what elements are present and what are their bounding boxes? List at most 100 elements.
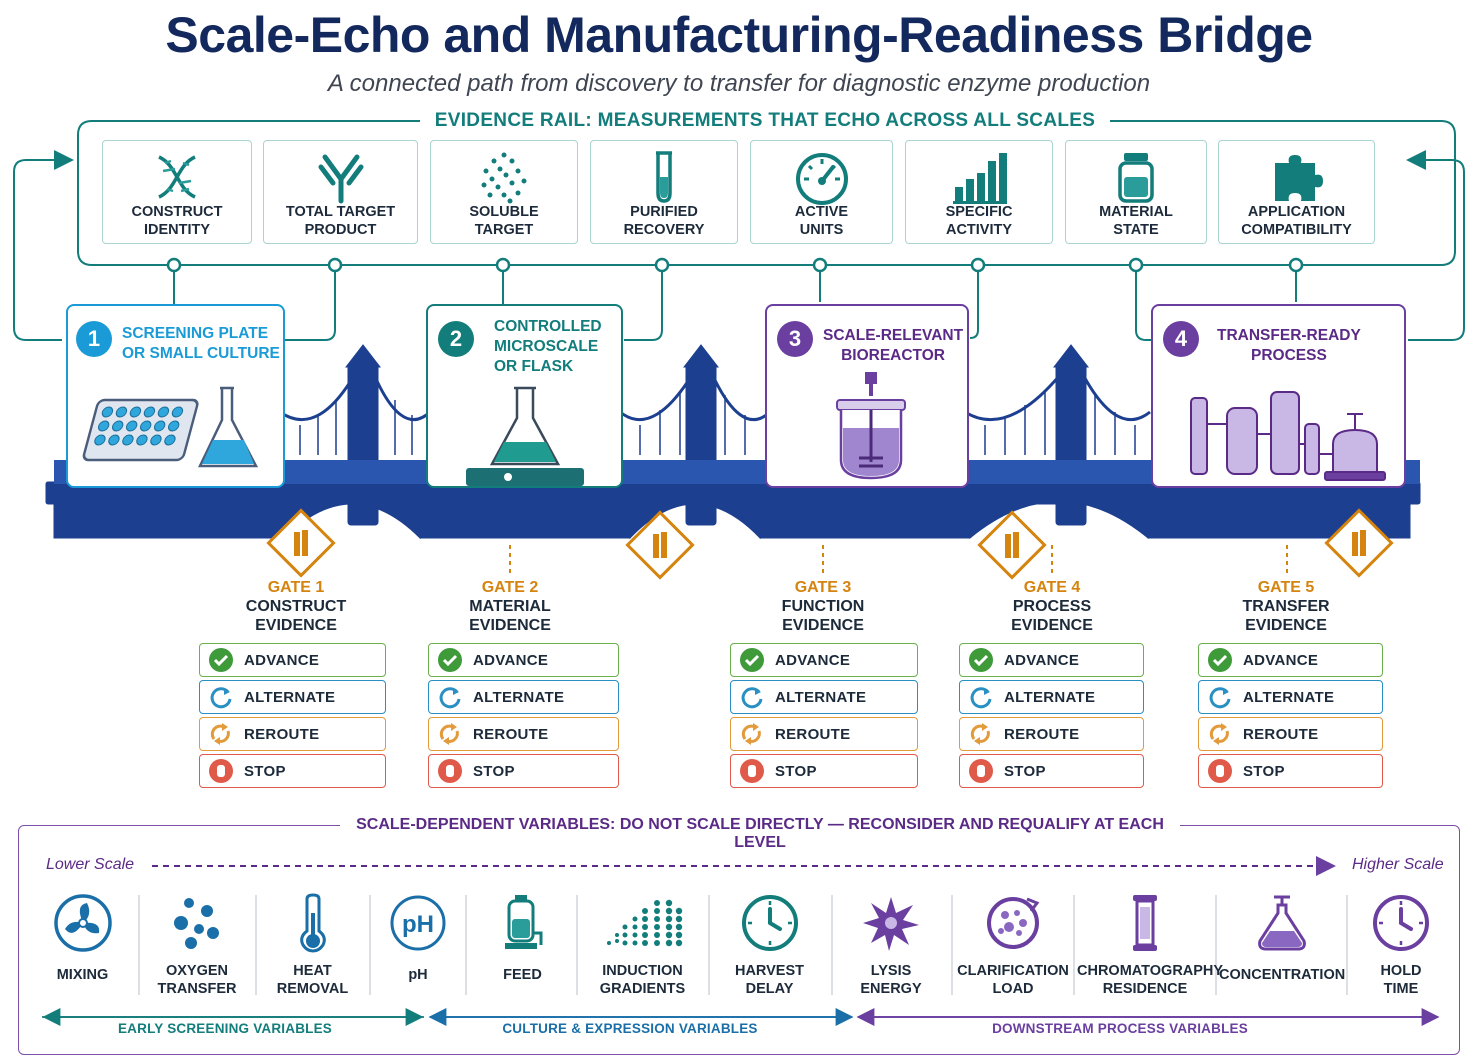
rail-nodes [166, 257, 1304, 273]
variable-heat-removal: HEAT REMOVAL [260, 890, 365, 998]
cycle-icon [970, 687, 992, 709]
gate-5-decisions: ADVANCE ALTERNATE REROUTE STOP [1198, 643, 1383, 788]
variable-ph: pH pH [373, 890, 463, 984]
cycle-icon [741, 687, 763, 709]
variable-mixing: MIXING [30, 890, 135, 984]
decision-advance[interactable]: ADVANCE [199, 643, 386, 677]
variable-dividers [138, 895, 1348, 995]
stage-1-card: 1 SCREENING PLATE OR SMALL CULTURE [66, 304, 285, 488]
metric-active-units: ACTIVE UNITS [750, 140, 893, 244]
decision-reroute[interactable]: REROUTE [199, 717, 386, 751]
decision-reroute[interactable]: REROUTE [730, 717, 918, 751]
metric-construct-identity: CONSTRUCT IDENTITY [102, 140, 252, 244]
well-plate-flask-icon [82, 386, 259, 468]
check-icon [969, 648, 993, 672]
bar-chart-icon [953, 153, 1007, 204]
gate-2-decisions: ADVANCE ALTERNATE REROUTE STOP [428, 643, 619, 788]
decision-advance[interactable]: ADVANCE [428, 643, 619, 677]
concentration-flask-icon [1257, 895, 1306, 951]
stage-3-number: 3 [777, 321, 813, 357]
variable-clarification-load: CLARIFICATION LOAD [955, 890, 1071, 998]
metric-application-compatibility: APPLICATION COMPATIBILITY [1218, 140, 1375, 244]
decision-reroute[interactable]: REROUTE [428, 717, 619, 751]
stage-3-card: 3 SCALE-RELEVANT BIOREACTOR [765, 304, 969, 488]
stage-3-title: SCALE-RELEVANT BIOREACTOR [823, 327, 964, 364]
decision-alternate[interactable]: ALTERNATE [730, 680, 918, 714]
gate-connectors [509, 545, 1288, 575]
gauge-icon [795, 153, 848, 205]
check-icon [740, 648, 764, 672]
variable-concentration: CONCENTRATION [1219, 890, 1345, 984]
thermometer-icon [299, 893, 326, 953]
left-loop-arrow [13, 150, 74, 341]
stage-1-title: SCREENING PLATE OR SMALL CULTURE [122, 325, 280, 362]
decision-alternate[interactable]: ALTERNATE [1198, 680, 1383, 714]
gradient-dots-icon [606, 899, 682, 947]
decision-stop[interactable]: STOP [730, 754, 918, 788]
column-icon [1133, 895, 1157, 951]
decision-advance[interactable]: ADVANCE [730, 643, 918, 677]
cycle-icon [439, 687, 461, 709]
decision-stop[interactable]: STOP [1198, 754, 1383, 788]
stop-hand-icon [969, 759, 993, 783]
lower-scale-label: Lower Scale [46, 856, 135, 873]
band-culture-expression: CULTURE & EXPRESSION VARIABLES [502, 1021, 758, 1036]
stage-2-card: 2 CONTROLLED MICROSCALE OR FLASK [426, 304, 623, 488]
decision-stop[interactable]: STOP [959, 754, 1144, 788]
stage-4-title: TRANSFER-READY PROCESS [1217, 327, 1361, 364]
decision-alternate[interactable]: ALTERNATE [199, 680, 386, 714]
stage-4-number: 4 [1163, 321, 1199, 357]
gate-1-decisions: ADVANCE ALTERNATE REROUTE STOP [199, 643, 386, 788]
decision-alternate[interactable]: ALTERNATE [959, 680, 1144, 714]
particle-circle-icon [987, 897, 1040, 949]
stage-2-number: 2 [438, 321, 474, 357]
decision-reroute[interactable]: REROUTE [959, 717, 1144, 751]
stop-hand-icon [438, 759, 462, 783]
stage-2-title: CONTROLLED MICROSCALE OR FLASK [494, 318, 602, 375]
stage-4-card: 4 TRANSFER-READY PROCESS [1151, 304, 1406, 488]
cycle-icon [1209, 687, 1231, 709]
dna-icon [158, 155, 196, 199]
variable-harvest-delay: HARVEST DELAY [712, 890, 827, 998]
antibody-icon [318, 154, 363, 204]
process-equipment-icon [1190, 391, 1386, 481]
burst-icon [863, 897, 919, 951]
decision-stop[interactable]: STOP [199, 754, 386, 788]
reroute-icon [439, 723, 459, 745]
gate-4-decisions: ADVANCE ALTERNATE REROUTE STOP [959, 643, 1144, 788]
reroute-icon [741, 723, 761, 745]
decision-stop[interactable]: STOP [428, 754, 619, 788]
check-icon [438, 648, 462, 672]
metric-soluble-target: SOLUBLE TARGET [430, 140, 578, 244]
higher-scale-label: Higher Scale [1352, 856, 1444, 873]
variable-chromatography-residence: CHROMATOGRAPHY RESIDENCE [1077, 890, 1223, 998]
decision-advance[interactable]: ADVANCE [1198, 643, 1383, 677]
decision-alternate[interactable]: ALTERNATE [428, 680, 619, 714]
decision-reroute[interactable]: REROUTE [1198, 717, 1383, 751]
metric-total-target-product: TOTAL TARGET PRODUCT [263, 140, 418, 244]
variable-oxygen-transfer: OXYGEN TRANSFER [142, 890, 252, 998]
svg-text:pH: pH [402, 911, 434, 938]
decision-advance[interactable]: ADVANCE [959, 643, 1144, 677]
reroute-icon [970, 723, 990, 745]
flask-stirrer-icon [466, 386, 584, 486]
stage-1-number: 1 [76, 321, 112, 357]
check-icon [1208, 648, 1232, 672]
variable-induction-gradients: INDUCTION GRADIENTS [580, 890, 705, 998]
evidence-rail-frame [77, 120, 1456, 266]
scale-variables-title: SCALE-DEPENDENT VARIABLES: DO NOT SCALE … [340, 816, 1180, 852]
mixing-impeller-icon [53, 894, 112, 952]
ph-icon: pH [390, 895, 446, 951]
puzzle-icon [1274, 155, 1323, 201]
reroute-icon [1209, 723, 1229, 745]
right-loop-arrow [1406, 150, 1465, 341]
metric-material-state: MATERIAL STATE [1065, 140, 1207, 244]
test-tube-icon [656, 151, 672, 203]
band-downstream: DOWNSTREAM PROCESS VARIABLES [992, 1021, 1248, 1036]
check-icon [209, 648, 233, 672]
